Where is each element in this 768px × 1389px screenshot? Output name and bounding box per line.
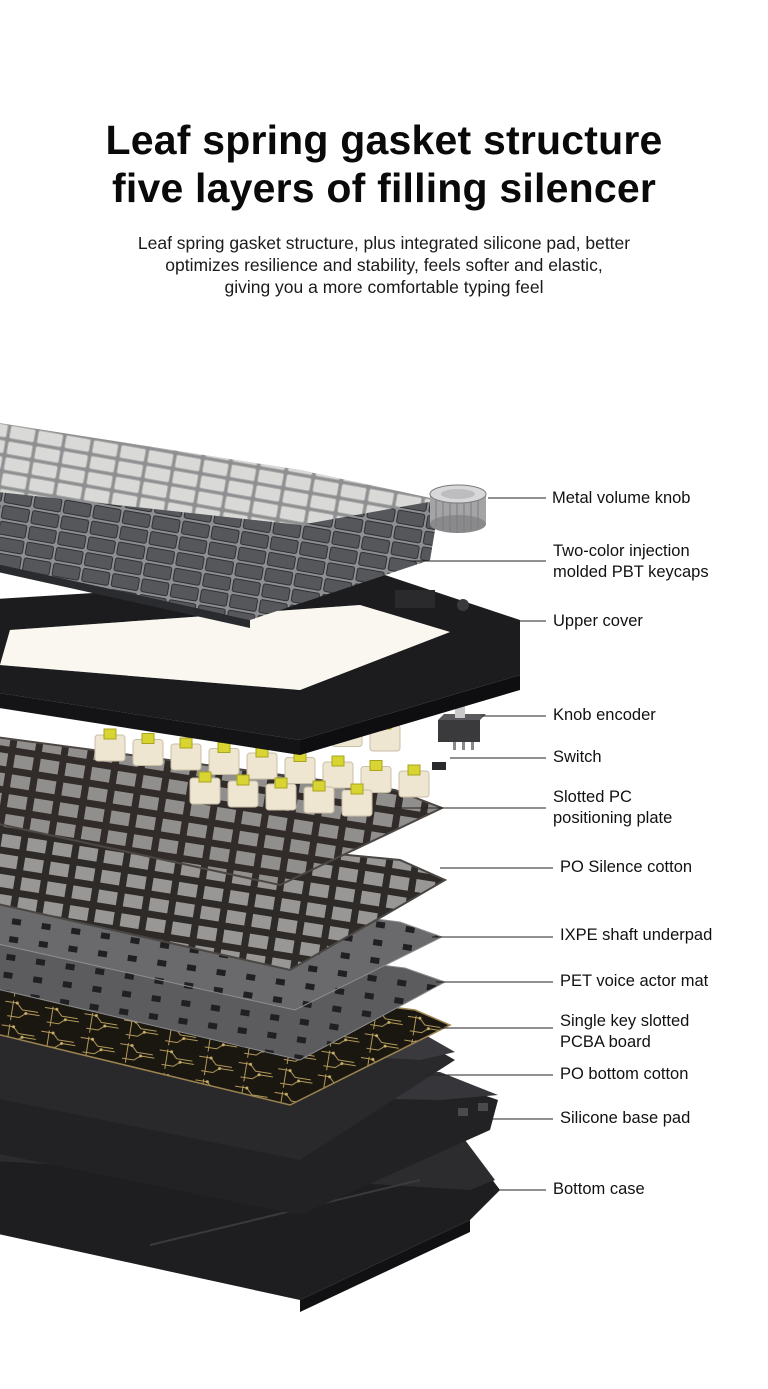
label-switch: Switch	[553, 748, 602, 766]
subtitle-line-1: Leaf spring gasket structure, plus integ…	[137, 233, 631, 253]
subtitle-line-2: optimizes resilience and stability, feel…	[165, 255, 603, 275]
leader-lines	[390, 497, 553, 1191]
label-knob-encoder: Knob encoder	[553, 706, 656, 724]
switch-icon	[208, 742, 240, 775]
switch-icon	[170, 737, 202, 771]
exploded-keyboard-illustration	[0, 423, 553, 1312]
label-pc-positioning-plate: Slotted PC positioning plate	[553, 788, 673, 827]
label-silicone-base-pad: Silicone base pad	[560, 1109, 691, 1127]
knob-encoder-part	[432, 700, 486, 770]
switch-icon	[341, 783, 373, 817]
label-pbt-keycaps: Two-color injection molded PBT keycaps	[553, 542, 709, 581]
label-po-bottom-cotton: PO bottom cotton	[560, 1065, 689, 1083]
switch-icon	[322, 755, 354, 789]
subtitle-line-3: giving you a more comfortable typing fee…	[224, 277, 544, 297]
switch-icon	[227, 774, 259, 808]
switch-icon	[246, 746, 278, 780]
switch-icon	[189, 771, 221, 805]
switch-icon	[398, 764, 430, 798]
label-pcba-board: Single key slotted PCBA board	[560, 1012, 690, 1051]
label-pet-voice-actor-mat: PET voice actor mat	[560, 972, 709, 990]
headline-line-1: Leaf spring gasket structure	[105, 117, 663, 163]
label-ixpe-shaft-underpad: IXPE shaft underpad	[560, 926, 713, 944]
label-metal-volume-knob: Metal volume knob	[552, 489, 691, 507]
metal-volume-knob	[429, 484, 487, 533]
switch-icon	[265, 777, 297, 811]
switch-icon	[94, 728, 126, 762]
headline: Leaf spring gasket structure five layers…	[0, 116, 768, 212]
label-upper-cover: Upper cover	[553, 612, 643, 630]
headline-line-2: five layers of filling silencer	[112, 165, 656, 211]
label-bottom-case: Bottom case	[553, 1180, 645, 1198]
upper-cover	[0, 575, 520, 755]
switch-icon	[284, 751, 316, 784]
switch-icon	[132, 733, 164, 766]
label-po-silence-cotton: PO Silence cotton	[560, 858, 693, 876]
switch-icon	[360, 760, 392, 793]
keycaps	[0, 423, 440, 628]
switch-icon	[303, 780, 335, 814]
subtitle: Leaf spring gasket structure, plus integ…	[0, 232, 768, 298]
